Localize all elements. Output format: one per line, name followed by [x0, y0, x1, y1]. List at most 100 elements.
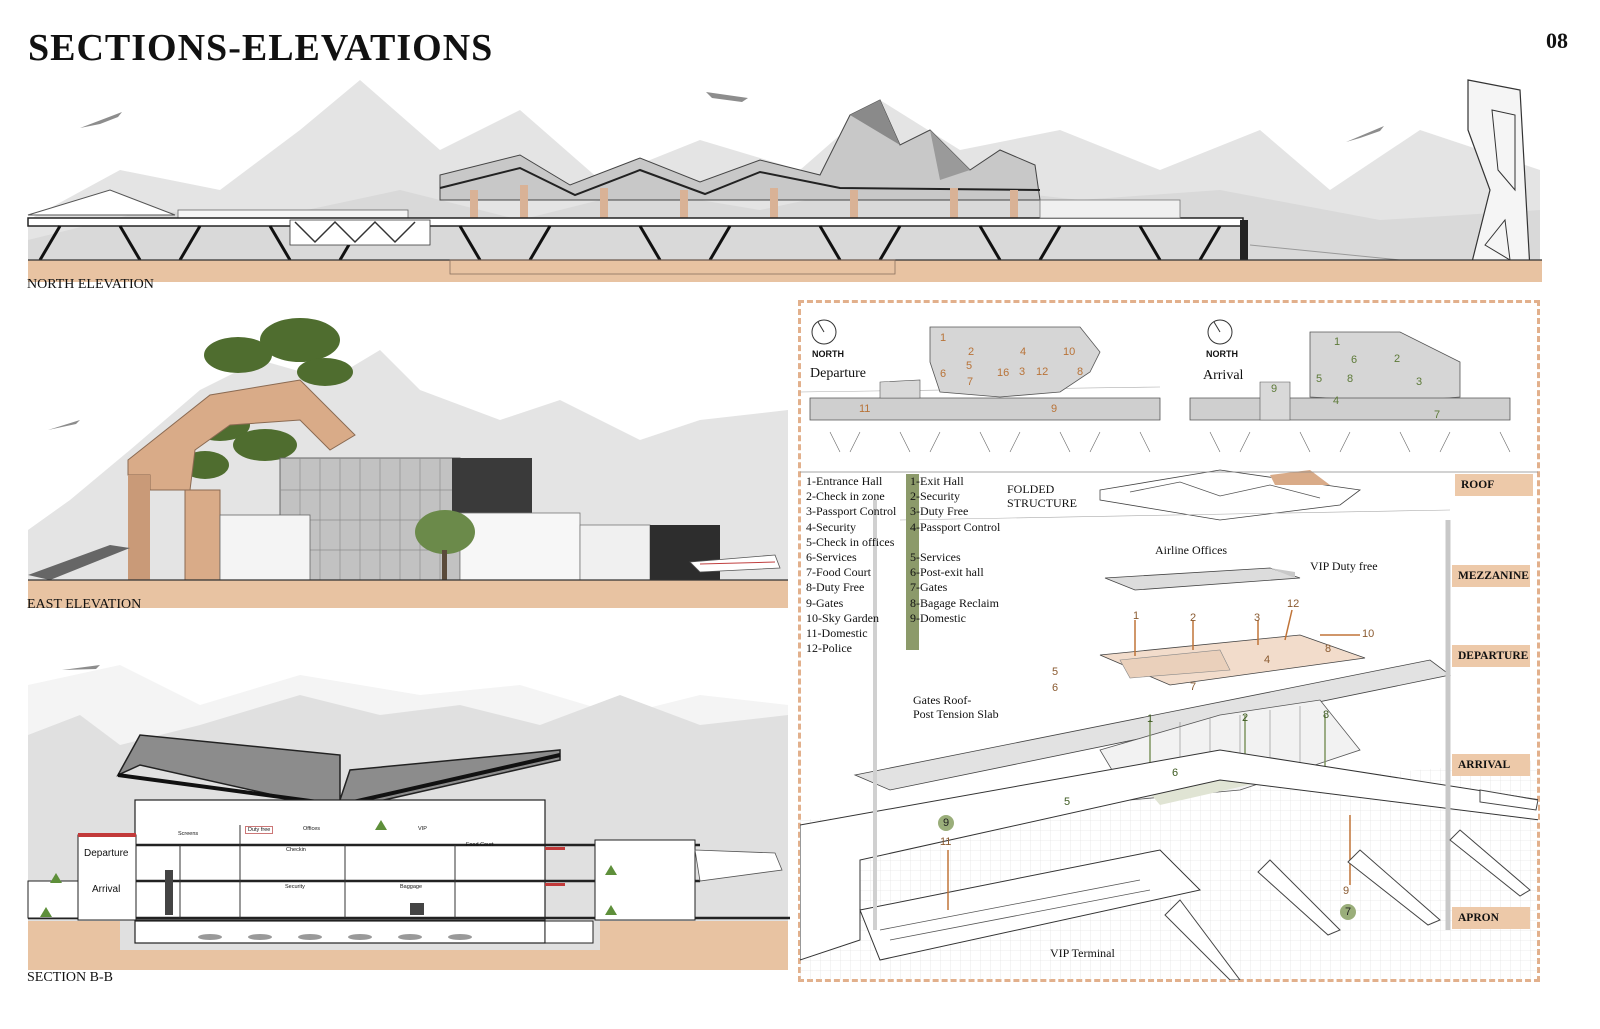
exploded-axonometric-drawing	[800, 469, 1538, 980]
axo-arrival-number: 6	[1172, 767, 1179, 779]
departure-plan-number: 10	[1063, 346, 1076, 358]
departure-plan-number: 16	[997, 367, 1010, 379]
departure-plan-number: 3	[1019, 366, 1026, 378]
room-label-offices: Offices	[303, 826, 321, 832]
legend-item: 6-Services	[806, 550, 857, 565]
folded-structure-label: STRUCTURE	[1007, 496, 1078, 510]
arrival-plan-number: 4	[1333, 395, 1340, 407]
room-label-duty-free: Duty free	[245, 826, 274, 834]
legend-item: 2-Check in zone	[806, 489, 885, 504]
east-elevation-label: EAST ELEVATION	[27, 597, 142, 612]
axo-departure-number: 1	[1133, 610, 1140, 622]
axo-departure-number: 12	[1287, 598, 1300, 610]
legend-item: 7-Food Court	[806, 565, 872, 580]
east-elevation-drawing	[28, 318, 788, 608]
legend-departure: 1-Entrance Hall 2-Check in zone 3-Passpo…	[806, 474, 896, 656]
legend-item: 8-Bagage Reclaim	[910, 595, 999, 610]
vip-duty-free-label: VIP Duty free	[1310, 559, 1378, 573]
arrival-plan-number: 9	[1271, 383, 1278, 395]
level-tag-arrival: ARRIVAL	[1452, 754, 1530, 776]
arrival-plan-number: 5	[1316, 373, 1323, 385]
arrival-plan-number: 8	[1347, 373, 1354, 385]
arrival-plan-number: 2	[1394, 353, 1401, 365]
level-tag-departure: DEPARTURE	[1452, 645, 1530, 667]
vip-terminal-label: VIP Terminal	[1050, 946, 1115, 960]
room-label-checkin: Checkin	[286, 847, 306, 853]
legend-item: 4-Security	[806, 519, 856, 534]
legend-item: 3-Duty Free	[910, 504, 969, 519]
north-arrow-label-departure: NORTH	[812, 349, 844, 359]
legend-item: 3-Passport Control	[806, 504, 897, 519]
gates-roof-label: Gates Roof-	[913, 693, 972, 707]
room-label-security: Security	[285, 884, 305, 890]
room-label-screens: Screens	[178, 831, 199, 837]
arrival-plan-label: Arrival	[1203, 368, 1244, 383]
axo-departure-number: 10	[1362, 628, 1375, 640]
north-arrow-label-arrival: NORTH	[1206, 349, 1238, 359]
arrival-legend-bar	[906, 474, 919, 650]
legend-arrival: 1-Exit Hall 2-Security 3-Duty Free 4-Pas…	[910, 474, 1000, 626]
departure-plan-label: Departure	[810, 366, 866, 381]
legend-item: 1-Exit Hall	[910, 474, 964, 488]
legend-item: 9-Domestic	[910, 610, 966, 625]
arrival-plan-number: 1	[1334, 336, 1341, 348]
room-label-departure: Departure	[84, 848, 129, 859]
axonometric-panel	[798, 300, 1540, 982]
gates-roof-label: Post Tension Slab	[913, 707, 999, 721]
level-tag-apron: APRON	[1452, 907, 1530, 929]
departure-plan-number: 1	[940, 332, 947, 344]
arrival-plan-number: 6	[1351, 354, 1358, 366]
axo-arrival-number: 8	[1323, 709, 1330, 721]
airline-offices-label: Airline Offices	[1155, 543, 1228, 557]
axo-departure-number: 6	[1052, 682, 1059, 694]
folded-structure-label: FOLDED	[1007, 482, 1055, 496]
legend-item: 8-Duty Free	[806, 580, 865, 595]
section-bb-label: SECTION B-B	[27, 970, 113, 985]
floor-plans-drawing	[800, 319, 1511, 453]
departure-plan-number: 4	[1020, 346, 1027, 358]
legend-item: 9-Gates	[806, 595, 844, 610]
axo-departure-number: 2	[1190, 612, 1197, 624]
axo-departure-number: 4	[1264, 654, 1271, 666]
legend-item: 2-Security	[910, 489, 960, 504]
axo-arrival-number: 1	[1147, 713, 1154, 725]
legend-item: 11-Domestic	[806, 626, 868, 641]
axo-departure-number: 7	[1190, 681, 1197, 693]
axo-apron-number: 9	[1343, 885, 1350, 897]
level-tag-mezzanine: MEZZANINE	[1452, 565, 1530, 587]
level-tag-roof: ROOF	[1455, 474, 1533, 496]
departure-plan-number: 7	[967, 376, 974, 388]
legend-item: 10-Sky Garden	[806, 610, 879, 625]
departure-plan-number: 5	[966, 360, 973, 372]
legend-item: 7-Gates	[910, 580, 948, 595]
section-bb-drawing	[27, 665, 790, 970]
legend-item: 12-Police	[806, 641, 852, 656]
axo-departure-number: 3	[1254, 612, 1261, 624]
room-label-food-court: Food Court	[466, 842, 494, 848]
axo-departure-number: 5	[1052, 666, 1059, 678]
room-label-arrival: Arrival	[92, 884, 121, 895]
arrival-plan-number: 7	[1434, 409, 1441, 421]
departure-plan-number: 12	[1036, 366, 1049, 378]
page-number: 08	[1546, 28, 1568, 53]
arrival-plan-number: 3	[1416, 376, 1423, 388]
legend-item: 5-Services	[910, 550, 961, 564]
north-elevation-label: NORTH ELEVATION	[27, 277, 154, 292]
axo-arrival-number: 5	[1064, 796, 1071, 808]
room-label-baggage: Baggage	[400, 884, 423, 890]
legend-item: 1-Entrance Hall	[806, 474, 883, 488]
legend-item: 4-Passport Control	[910, 519, 1001, 534]
departure-plan-number: 8	[1077, 366, 1084, 378]
legend-item: 5-Check in offices	[806, 534, 895, 549]
departure-plan-number: 6	[940, 368, 947, 380]
legend-item: 6-Post-exit hall	[910, 565, 984, 580]
room-label-vip: VIP	[418, 826, 427, 832]
axo-apron-number: 11	[940, 836, 952, 848]
axo-arrival-number: 2	[1242, 712, 1249, 724]
departure-plan-number: 9	[1051, 403, 1058, 415]
axo-apron-number: 9	[938, 815, 954, 831]
axo-departure-number: 8	[1325, 643, 1332, 655]
departure-plan-number: 2	[968, 346, 975, 358]
page-title: SECTIONS-ELEVATIONS	[28, 27, 494, 69]
north-elevation-drawing	[27, 79, 1542, 282]
